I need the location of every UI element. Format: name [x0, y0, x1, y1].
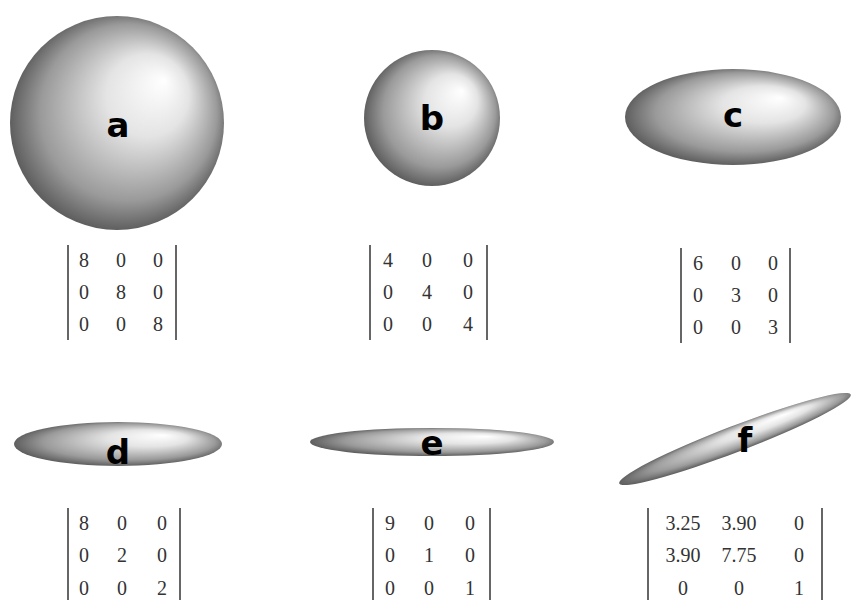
matrix-entry: 8	[116, 282, 126, 302]
matrix-entry: 0	[794, 545, 804, 565]
ellipsoid: f	[618, 388, 852, 490]
matrix-entry: 3.90	[722, 513, 757, 533]
matrix-entry: 3.25	[666, 513, 701, 533]
matrix-entry: 2	[157, 578, 167, 598]
matrix-entry: 1	[794, 578, 804, 598]
matrix-entry: 8	[153, 314, 163, 334]
matrix-entry: 1	[465, 578, 475, 598]
matrix-entry: 0	[79, 314, 89, 334]
matrix-entry: 0	[463, 250, 473, 270]
matrix-entry: 8	[79, 250, 89, 270]
matrix-entry: 3	[731, 285, 741, 305]
matrix-entry: 0	[79, 282, 89, 302]
matrix-entry: 0	[385, 578, 395, 598]
matrix-entry: 0	[79, 545, 89, 565]
figure-letter: d	[106, 435, 130, 469]
matrix-entry: 0	[383, 314, 393, 334]
matrix-entry: 0	[117, 578, 127, 598]
matrix-entry: 0	[465, 545, 475, 565]
figure-letter: a	[107, 108, 130, 142]
matrix-entry: 4	[383, 250, 393, 270]
matrix-entry: 0	[157, 545, 167, 565]
matrix-entry: 0	[768, 285, 778, 305]
matrix-entry: 8	[79, 513, 89, 533]
matrix-entry: 1	[424, 545, 434, 565]
matrix-entry: 0	[424, 513, 434, 533]
figure-letter: c	[723, 98, 743, 132]
matrix-entry: 0	[422, 250, 432, 270]
figure-letter: f	[738, 423, 753, 457]
matrix-entry: 0	[79, 578, 89, 598]
figure-letter: b	[420, 101, 444, 135]
ellipsoid: b	[363, 49, 501, 187]
matrix-entry: 0	[734, 578, 744, 598]
matrix-entry: 6	[693, 253, 703, 273]
figure-letter: e	[420, 426, 443, 460]
matrix-entry: 7.75	[722, 545, 757, 565]
matrix-entry: 0	[422, 314, 432, 334]
matrix-entry: 4	[463, 314, 473, 334]
matrix-entry: 0	[794, 513, 804, 533]
matrix-entry: 0	[385, 545, 395, 565]
matrix-entry: 0	[383, 282, 393, 302]
matrix-entry: 0	[463, 282, 473, 302]
matrix-entry: 0	[731, 317, 741, 337]
matrix-entry: 0	[117, 513, 127, 533]
matrix-entry: 0	[678, 578, 688, 598]
ellipsoid: d	[13, 421, 223, 467]
matrix-entry: 0	[693, 317, 703, 337]
matrix-entry: 0	[116, 250, 126, 270]
matrix-entry: 0	[693, 285, 703, 305]
matrix-entry: 9	[385, 513, 395, 533]
matrix-entry: 4	[422, 282, 432, 302]
matrix-entry: 3	[768, 317, 778, 337]
matrix-entry: 0	[153, 250, 163, 270]
matrix-entry: 0	[116, 314, 126, 334]
ellipsoid: c	[624, 68, 842, 166]
ellipsoid: a	[8, 14, 226, 232]
matrix-entry: 0	[768, 253, 778, 273]
matrix-entry: 0	[157, 513, 167, 533]
matrix-entry: 3.90	[666, 545, 701, 565]
matrix-entry: 0	[731, 253, 741, 273]
matrix-entry: 0	[153, 282, 163, 302]
matrix-entry: 0	[424, 578, 434, 598]
ellipsoid-shape	[618, 388, 852, 490]
matrix-entry: 2	[117, 545, 127, 565]
ellipsoid: e	[308, 427, 556, 457]
matrix-entry: 0	[465, 513, 475, 533]
